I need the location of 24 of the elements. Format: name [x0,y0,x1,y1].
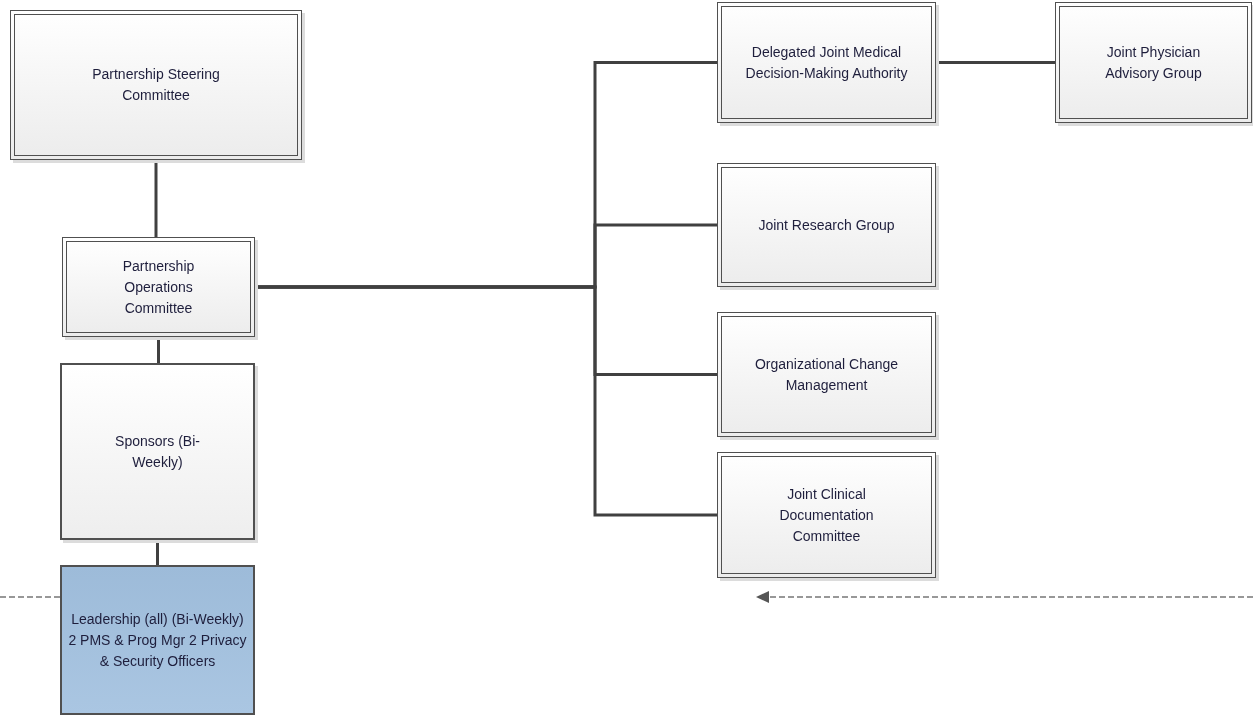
box-label: Delegated Joint Medical Decision-Making Authority [744,42,909,83]
committee-box [717,312,936,437]
box-label: Joint Research Group [758,215,895,235]
box-label: Partnership Steering Committee [91,65,221,105]
committee-box [717,163,936,287]
committee-box [717,452,936,578]
box-label: Sponsors (Bi-Weekly) [114,431,201,472]
box-label: Joint Physician Advisory Group [1104,42,1203,83]
committee-box [60,363,255,540]
connector-line [936,61,1055,64]
box-label: Partnership Operations Committee [121,256,196,318]
connector-line [157,337,160,363]
dashed-connector [0,596,61,598]
box-label: Leadership (all) (Bi-Weekly) 2 PMS & Prog Mgr 2 Privacy & Security Officers [67,609,248,671]
box-label: Organizational Change Management [753,354,900,395]
connector-line [154,160,158,237]
connector-line [255,285,717,517]
committee-box [717,2,936,123]
committee-box [1055,2,1252,123]
box-label: Joint Clinical Documentation Committee [778,484,875,546]
connector-line [156,540,159,565]
committee-box [10,10,302,160]
committee-box [60,565,255,715]
committee-box [62,237,255,337]
